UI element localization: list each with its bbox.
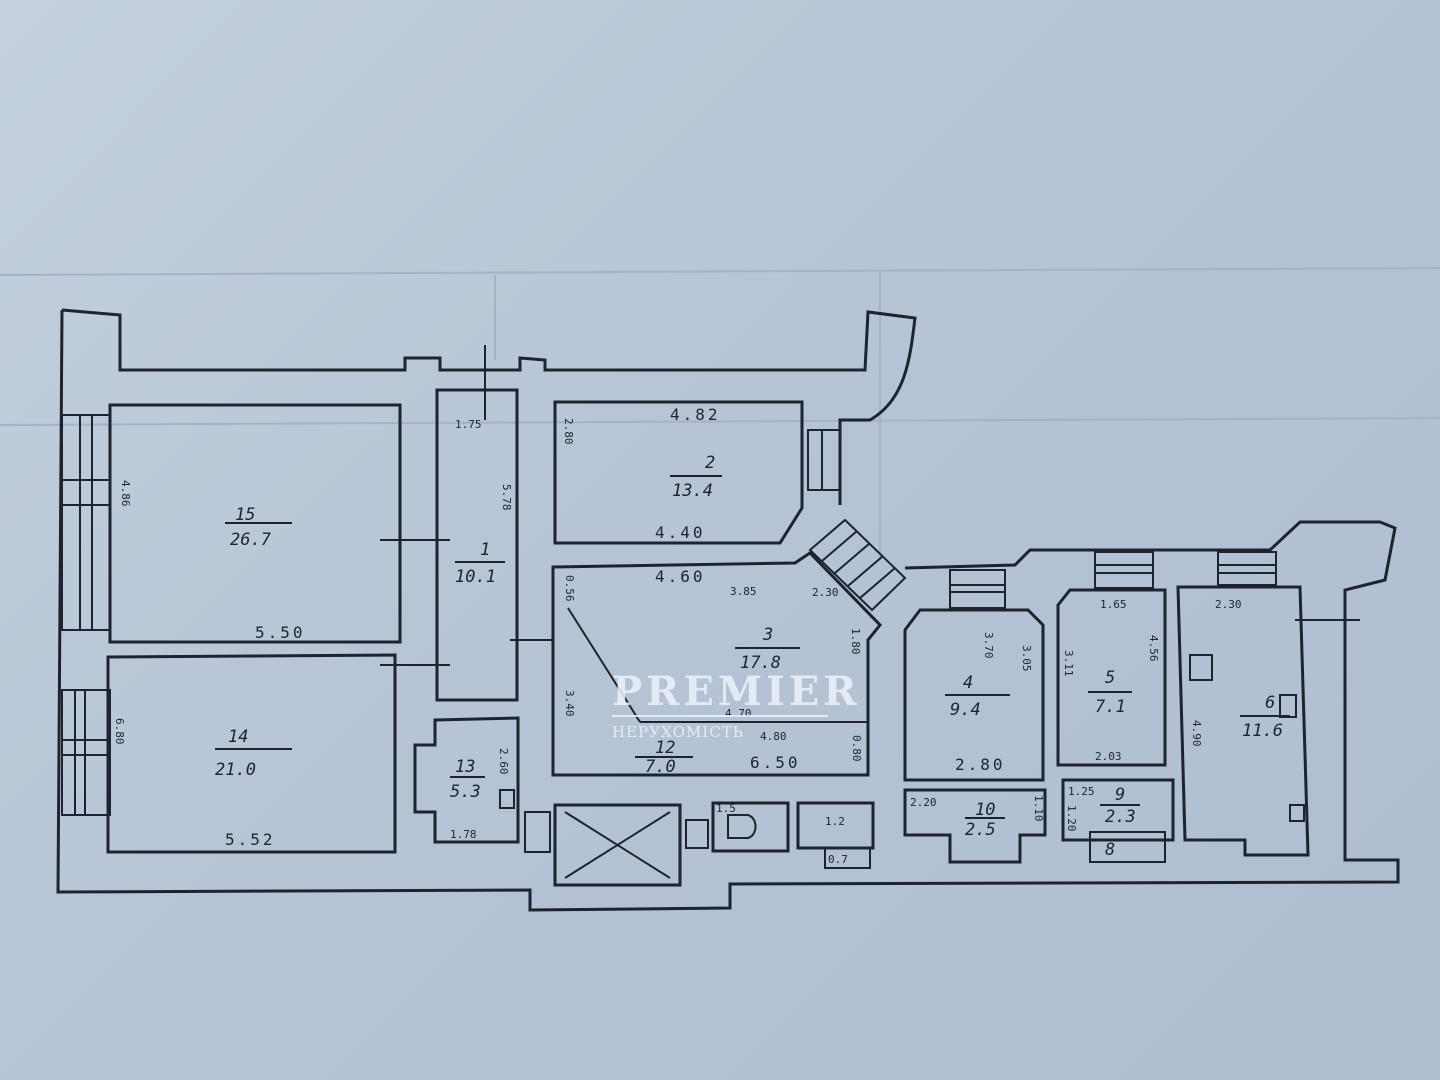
room-dimension: 4.40 <box>655 523 706 542</box>
room-area: 26.7 <box>230 530 272 550</box>
room-dimension: 6.50 <box>750 753 801 772</box>
room-area: 7.1 <box>1095 697 1126 717</box>
room-area: 7.0 <box>645 757 676 777</box>
room-number: 10 <box>975 800 995 820</box>
room-number: 13 <box>455 757 475 777</box>
room-number: 8 <box>1105 840 1115 860</box>
room-3: 4.60 3.85 2.30 3 17.8 1.80 0.56 3.40 4.7… <box>510 551 882 777</box>
room-dimension: 2.30 <box>812 586 839 599</box>
room-dimension: 1.10 <box>1032 795 1045 822</box>
room-dimension: 3.05 <box>1020 645 1033 672</box>
stairs <box>808 518 907 612</box>
room-area: 5.3 <box>450 782 481 802</box>
room-dimension: 2.80 <box>955 755 1006 774</box>
room-dimension: 2.30 <box>1215 598 1242 611</box>
room-number: 3 <box>762 625 773 645</box>
room-dimension: 1.20 <box>1065 805 1078 832</box>
room-area: 10.1 <box>455 567 496 587</box>
room-dimension: 2.80 <box>562 418 575 445</box>
room-dimension: 1.75 <box>455 418 482 431</box>
room-6: 2.30 6 11.6 4.90 <box>1176 551 1360 857</box>
room-dimension: 1.25 <box>1068 785 1095 798</box>
room-number: 2 <box>705 453 715 473</box>
room-area: 1.2 <box>825 815 845 828</box>
premier-watermark-logo: PREMIER НЕРУХОМІСТЬ <box>612 668 861 741</box>
room-5: 1.65 3.11 4.56 5 7.1 2.03 <box>1056 551 1167 767</box>
room-dimension: 5.50 <box>255 623 306 642</box>
room-dimension: 3.85 <box>730 585 757 598</box>
room-10: 2.20 10 2.5 1.10 <box>903 788 1047 864</box>
room-area: 21.0 <box>215 760 256 780</box>
small-rooms-bath: 1.5 1.2 0.7 <box>711 801 875 869</box>
room-area: 2.5 <box>965 820 996 840</box>
room-number: 15 <box>235 505 255 525</box>
room-9: 1.25 1.20 9 2.3 8 <box>1061 778 1175 863</box>
room-area: 1.5 <box>716 802 736 815</box>
outer-walls <box>56 308 1400 912</box>
room-number: 4 <box>963 673 973 693</box>
room-area: 13.4 <box>672 481 713 501</box>
room-dimension: 0.56 <box>563 575 576 602</box>
room-14: 14 21.0 5.52 6.80 <box>106 653 397 854</box>
room-dimension: 4.90 <box>1190 720 1203 747</box>
room-dimension: 4.56 <box>1147 635 1160 662</box>
room-dimension: 4.86 <box>119 480 132 507</box>
room-dimension: 3.11 <box>1062 650 1075 677</box>
room-dimension: 2.03 <box>1095 750 1122 763</box>
room-area: 2.3 <box>1105 807 1136 827</box>
room-dimension: 2.20 <box>910 796 937 809</box>
room-1: 1.75 1 10.1 5.78 <box>380 345 519 702</box>
room-area: 0.7 <box>828 853 848 866</box>
windows-left <box>61 414 111 816</box>
room-dimension: 1.78 <box>450 828 477 841</box>
room-dimension: 1.80 <box>849 628 862 655</box>
room-dimension: 2.60 <box>497 748 510 775</box>
room-area: 9.4 <box>950 700 981 720</box>
room-number: 5 <box>1105 668 1115 688</box>
room-dimension: 5.52 <box>225 830 276 849</box>
room-area: 11.6 <box>1242 721 1283 741</box>
watermark-brand: PREMIER <box>612 668 861 715</box>
room-2: 4.82 2 13.4 4.40 2.80 <box>553 400 841 545</box>
room-dimension: 3.40 <box>563 690 576 717</box>
room-12: 12 7.0 4.80 6.50 0.80 <box>635 730 863 777</box>
room-number: 1 <box>480 540 490 560</box>
watermark-subtitle: НЕРУХОМІСТЬ <box>612 723 744 741</box>
room-number: 12 <box>655 738 675 758</box>
room-number: 9 <box>1115 785 1125 805</box>
room-dimension: 4.60 <box>655 567 706 586</box>
room-15: 15 26.7 5.50 4.86 <box>108 403 402 644</box>
room-4: 4 9.4 3.70 3.05 2.80 <box>903 569 1045 782</box>
room-dimension: 6.80 <box>113 718 126 745</box>
room-area: 17.8 <box>740 653 781 673</box>
room-dimension: 0.80 <box>850 735 863 762</box>
ghost-table-lines <box>0 267 1440 560</box>
room-dimension: 3.70 <box>982 632 995 659</box>
entrance-hall <box>524 803 709 887</box>
room-dimension: 4.80 <box>760 730 787 743</box>
room-dimension: 4.82 <box>670 405 721 424</box>
room-number: 6 <box>1265 693 1275 713</box>
room-dimension: 5.78 <box>500 484 513 511</box>
room-number: 14 <box>228 727 248 747</box>
room-dimension: 1.65 <box>1100 598 1127 611</box>
room-13: 13 5.3 2.60 1.78 <box>413 716 520 844</box>
